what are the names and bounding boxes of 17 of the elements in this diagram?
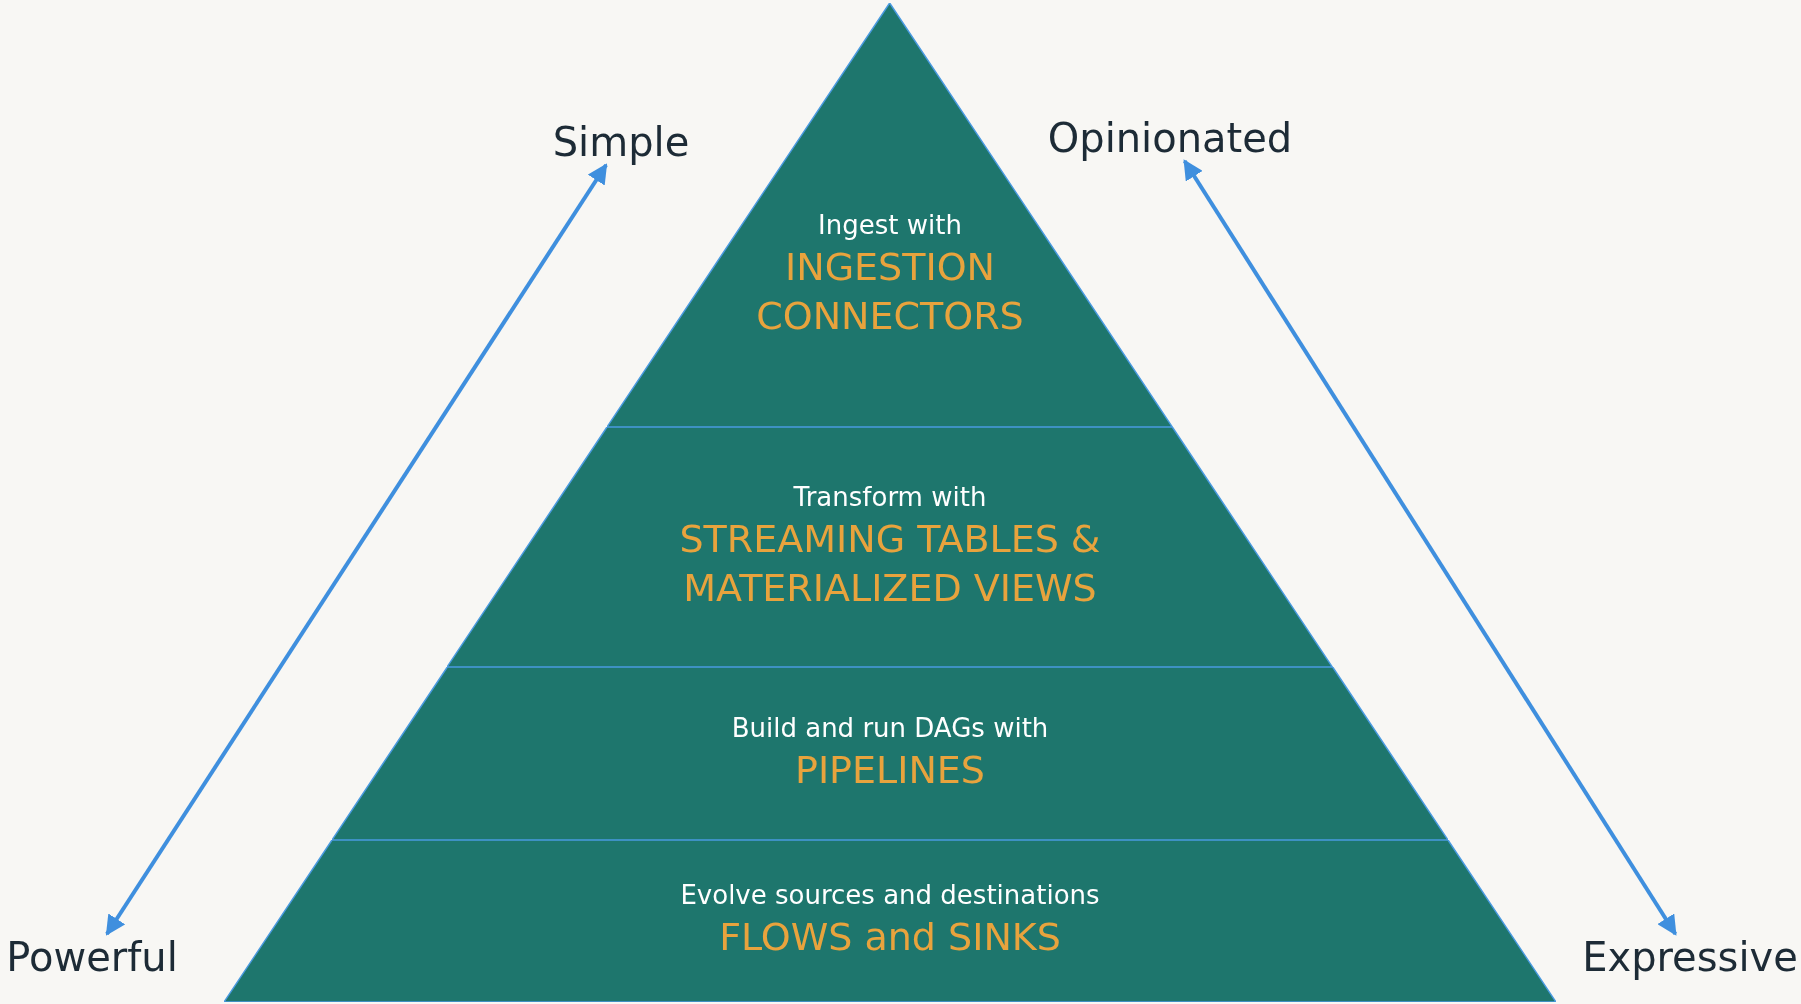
spectrum-label: Expressive (1582, 934, 1798, 980)
spectrum-label: Powerful (6, 934, 178, 980)
spectrum-label: Simple (552, 119, 690, 165)
tier-caption: Ingest with (818, 208, 962, 242)
pyramid-tier (332, 667, 1448, 840)
spectrum-label: Opinionated (1047, 115, 1293, 161)
tier-title: STREAMING TABLES & MATERIALIZED VIEWS (678, 515, 1102, 612)
tier-caption: Evolve sources and destinations (680, 879, 1100, 913)
double-arrow (105, 163, 608, 936)
pyramid-tier (447, 427, 1333, 667)
tier-caption: Build and run DAGs with (731, 711, 1049, 745)
tier-title: INGESTION CONNECTORS (755, 243, 1025, 340)
pyramid-tier (224, 840, 1556, 1002)
tier-title: FLOWS and SINKS (719, 914, 1061, 962)
tier-caption: Transform with (793, 480, 987, 514)
double-arrow (1182, 159, 1678, 936)
tier-title: PIPELINES (795, 746, 985, 794)
